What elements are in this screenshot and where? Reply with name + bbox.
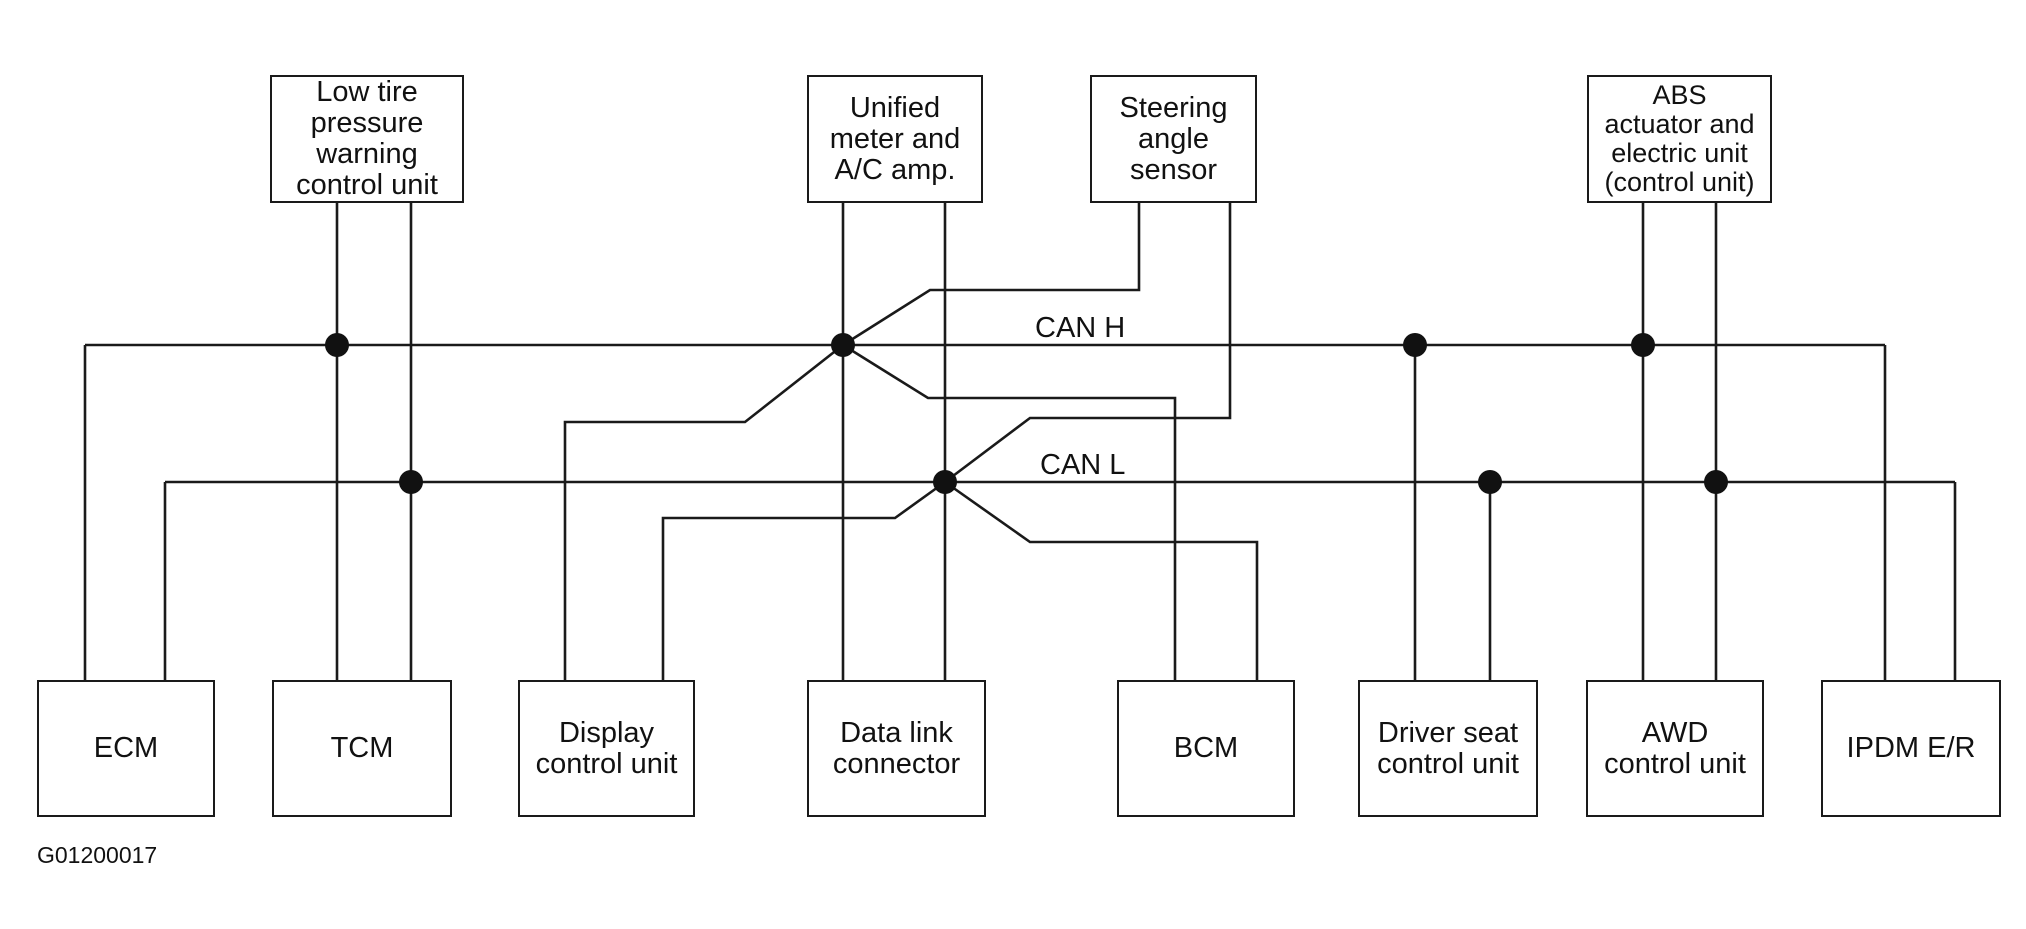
can-l-label: CAN L — [1040, 449, 1126, 481]
unit-label: Low tire pressure warning control unit — [296, 76, 438, 201]
junction-dot — [399, 470, 423, 494]
low-tire-pressure-warning-control-unit: Low tire pressure warning control unit — [270, 75, 464, 203]
ipdm-er-unit: IPDM E/R — [1821, 680, 2001, 817]
bcm-unit: BCM — [1117, 680, 1295, 817]
unit-label: BCM — [1173, 732, 1239, 764]
tcm-unit: TCM — [272, 680, 452, 817]
abs-actuator-and-electric-unit: ABS actuator and electric unit (control … — [1587, 75, 1772, 203]
unit-label: AWD control unit — [1604, 716, 1746, 780]
ecm-unit: ECM — [37, 680, 215, 817]
awd-control-unit: AWD control unit — [1586, 680, 1764, 817]
data-link-connector: Data link connector — [807, 680, 986, 817]
unit-label: Display control unit — [535, 716, 678, 780]
unit-label: Data link connector — [832, 716, 961, 780]
junction-dot — [1403, 333, 1427, 357]
wire-display-h — [563, 343, 844, 682]
junction-dot — [1478, 470, 1502, 494]
wire-bcm-l — [944, 480, 1259, 682]
wire-steering-h — [842, 200, 1141, 347]
junction-dot — [1631, 333, 1655, 357]
unit-label: IPDM E/R — [1846, 732, 1976, 764]
wire-display-l — [661, 480, 946, 682]
unit-label: TCM — [330, 732, 394, 764]
figure-id: G01200017 — [37, 842, 158, 868]
steering-angle-sensor: Steering angle sensor — [1090, 75, 1257, 203]
driver-seat-control-unit: Driver seat control unit — [1358, 680, 1538, 817]
can-h-label: CAN H — [1035, 312, 1126, 344]
unit-label: ECM — [93, 732, 159, 764]
junction-dot — [1704, 470, 1728, 494]
wire-steering-l — [944, 200, 1232, 484]
display-control-unit: Display control unit — [518, 680, 695, 817]
wire-bcm-h — [842, 343, 1177, 682]
unit-label: Unified meter and A/C amp. — [829, 91, 961, 186]
unit-label: Steering angle sensor — [1119, 91, 1228, 186]
unified-meter-and-ac-amp: Unified meter and A/C amp. — [807, 75, 983, 203]
unit-label: ABS actuator and electric unit (control … — [1604, 80, 1755, 197]
junction-dot — [325, 333, 349, 357]
junction-dot — [831, 333, 855, 357]
unit-label: Driver seat control unit — [1377, 716, 1519, 780]
junction-dot — [933, 470, 957, 494]
